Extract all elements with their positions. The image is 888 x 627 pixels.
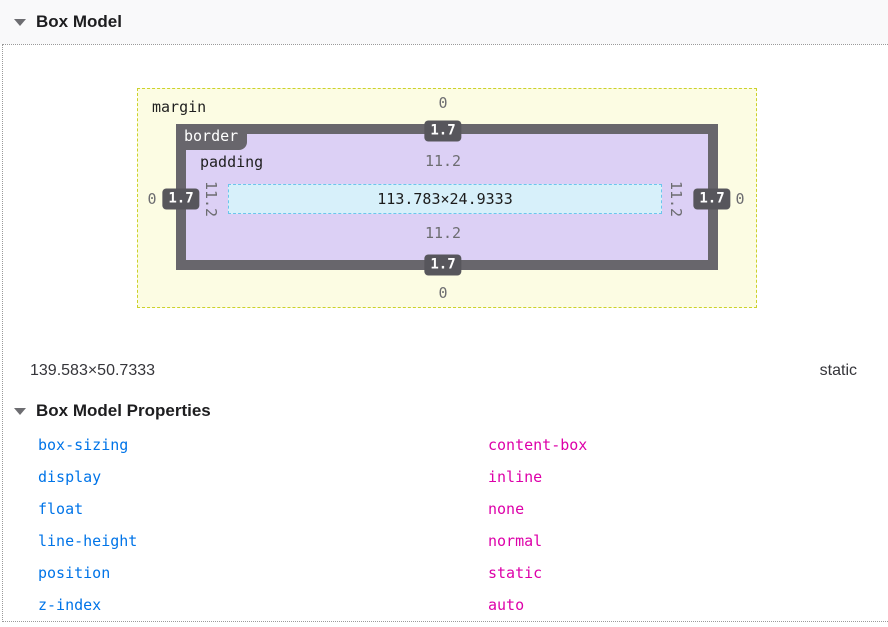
border-label: border: [176, 124, 248, 150]
property-value: none: [488, 500, 525, 518]
content-size-value[interactable]: 113.783×24.9333: [377, 190, 513, 208]
element-dimensions: 139.583×50.7333: [30, 362, 156, 379]
property-name: z-index: [38, 596, 102, 614]
content-size-box[interactable]: 113.783×24.9333: [228, 184, 662, 214]
property-name: position: [38, 564, 111, 582]
margin-right-value[interactable]: 0: [735, 190, 745, 208]
property-row: display inline: [0, 468, 888, 490]
padding-right-value[interactable]: 11.2: [667, 180, 685, 218]
property-name: float: [38, 500, 84, 518]
margin-label: margin: [152, 98, 207, 116]
padding-top-value[interactable]: 11.2: [424, 152, 462, 170]
properties-title: Box Model Properties: [36, 401, 211, 420]
property-name: display: [38, 468, 102, 486]
border-left-value[interactable]: 1.7: [162, 188, 200, 210]
boxmodel-section-header[interactable]: Box Model: [0, 0, 888, 44]
property-row: float none: [0, 500, 888, 522]
padding-bottom-value[interactable]: 11.2: [424, 224, 462, 242]
property-row: line-height normal: [0, 532, 888, 554]
property-value: static: [488, 564, 543, 582]
property-name: line-height: [38, 532, 138, 550]
margin-bottom-value[interactable]: 0: [438, 284, 448, 302]
padding-label: padding: [200, 153, 264, 171]
section-title: Box Model: [36, 12, 122, 31]
padding-left-value[interactable]: 11.2: [202, 180, 220, 218]
border-bottom-value[interactable]: 1.7: [424, 254, 462, 276]
property-row: position static: [0, 564, 888, 586]
element-position: static: [819, 362, 857, 379]
property-value: normal: [488, 532, 543, 550]
property-name: box-sizing: [38, 436, 129, 454]
border-top-value[interactable]: 1.7: [424, 120, 462, 142]
margin-top-value[interactable]: 0: [438, 94, 448, 112]
property-value: content-box: [488, 436, 588, 454]
chevron-down-icon[interactable]: [14, 18, 26, 26]
chevron-down-icon[interactable]: [14, 407, 26, 415]
property-row: box-sizing content-box: [0, 436, 888, 458]
property-row: z-index auto: [0, 596, 888, 618]
border-right-value[interactable]: 1.7: [693, 188, 731, 210]
property-value: auto: [488, 596, 525, 614]
boxmodel-properties-header[interactable]: Box Model Properties: [0, 398, 888, 424]
margin-left-value[interactable]: 0: [147, 190, 157, 208]
property-value: inline: [488, 468, 543, 486]
